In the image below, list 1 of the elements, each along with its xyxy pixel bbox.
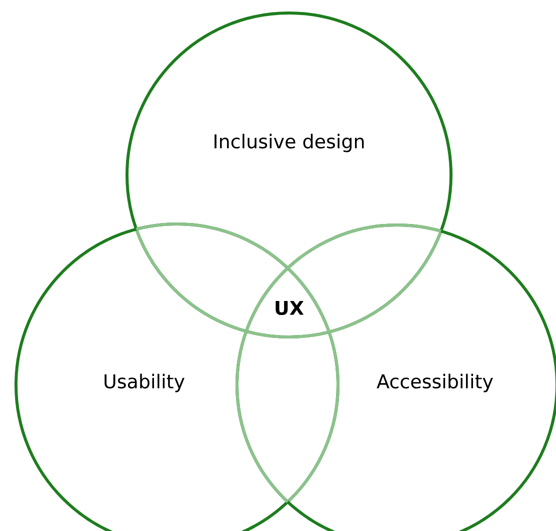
center-label: UX xyxy=(276,300,304,316)
